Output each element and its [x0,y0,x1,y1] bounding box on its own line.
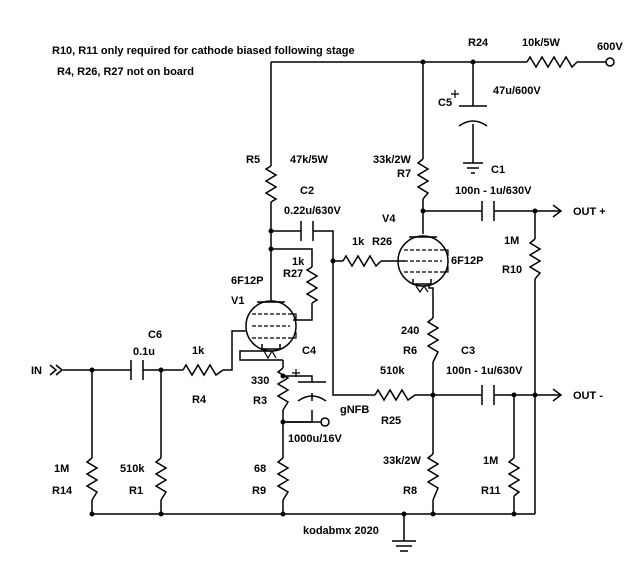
svg-text:0.22u/630V: 0.22u/630V [284,205,342,217]
resistor-r6: 240 R6 [401,317,440,363]
capacitor-c4: C4 1000u/16V [288,345,342,445]
svg-text:R25: R25 [381,415,401,427]
svg-text:C3: C3 [461,345,475,357]
resistor-r5: R5 47k/5W [246,154,329,203]
nfb-terminal: gNFB [320,404,369,427]
svg-text:C2: C2 [300,185,314,197]
svg-text:R1: R1 [129,485,143,497]
junction-dots [89,59,538,517]
svg-text:33k/2W: 33k/2W [383,455,422,467]
svg-text:100n - 1u/630V: 100n - 1u/630V [446,365,523,377]
svg-text:510k: 510k [120,463,145,475]
svg-text:1M: 1M [504,235,519,247]
svg-text:R6: R6 [403,345,417,357]
input-terminal: IN [31,364,64,377]
resistor-r25: 510k R25 [374,365,416,427]
svg-text:600V: 600V [597,41,623,53]
resistor-r14: 1M R14 [52,457,99,501]
supply-terminal: 600V [597,41,623,67]
svg-text:OUT +: OUT + [573,206,606,218]
svg-text:1k: 1k [192,345,205,357]
svg-text:C4: C4 [302,345,317,357]
wires [63,61,606,552]
svg-text:6F12P: 6F12P [451,255,483,267]
resistor-r11: 1M R11 [481,455,521,497]
svg-text:R4: R4 [192,394,207,406]
svg-text:R11: R11 [481,485,501,497]
resistor-r1: 510k R1 [120,457,168,501]
capacitor-c3: C3 100n - 1u/630V [446,345,523,405]
resistor-r9: 68 R9 [252,457,290,501]
svg-text:R14: R14 [52,485,73,497]
resistor-r8: 33k/2W R8 [383,453,440,501]
svg-text:R26: R26 [372,236,392,248]
capacitor-c2: C2 0.22u/630V [284,185,342,241]
svg-text:1k: 1k [352,236,365,248]
svg-text:1M: 1M [483,455,498,467]
svg-text:510k: 510k [380,365,405,377]
svg-text:68: 68 [254,463,266,475]
svg-text:47k/5W: 47k/5W [290,154,329,166]
svg-text:6F12P: 6F12P [231,275,263,287]
capacitor-c1: C1 100n - 1u/630V [455,164,532,221]
svg-text:1k: 1k [292,256,305,268]
svg-text:10k/5W: 10k/5W [522,37,561,49]
svg-text:330: 330 [251,375,269,387]
svg-text:C5: C5 [438,97,452,109]
svg-text:100n - 1u/630V: 100n - 1u/630V [455,185,532,197]
svg-text:R27: R27 [283,268,303,280]
note-line-1: R10, R11 only required for cathode biase… [52,45,355,57]
svg-text:OUT -: OUT - [573,390,603,402]
svg-text:R24: R24 [468,37,489,49]
svg-text:R5: R5 [246,154,260,166]
tube-v1: 6F12P V1 [231,275,297,360]
svg-text:V1: V1 [231,295,244,307]
resistor-r10: 1M R10 [502,235,542,280]
note-line-2: R4, R26, R27 not on board [57,66,194,78]
svg-text:C1: C1 [491,164,505,176]
svg-text:1000u/16V: 1000u/16V [288,433,342,445]
capacitor-c5: 47u/600V C5 [438,85,541,127]
svg-text:0.1u: 0.1u [133,346,155,358]
svg-text:R8: R8 [403,485,417,497]
svg-text:gNFB: gNFB [340,404,369,416]
svg-text:V4: V4 [382,213,396,225]
out-minus-terminal: OUT - [552,388,603,402]
resistor-r27: 1k R27 [283,256,319,304]
svg-text:R7: R7 [397,168,411,180]
svg-text:R3: R3 [253,395,267,407]
resistor-r4: 1k R4 [182,345,224,406]
credit-label: kodabmx 2020 [303,525,379,537]
svg-text:IN: IN [31,365,42,377]
svg-text:R9: R9 [252,485,266,497]
out-plus-terminal: OUT + [552,204,606,218]
capacitor-c6: C6 0.1u [130,329,162,380]
resistor-r24: R24 10k/5W [468,37,578,69]
resistor-r7: 33k/2W R7 [373,154,430,200]
tube-v4: V4 6F12P [382,213,483,294]
svg-text:R10: R10 [502,264,522,276]
svg-text:C6: C6 [148,329,162,341]
svg-text:1M: 1M [54,463,69,475]
svg-text:47u/600V: 47u/600V [493,85,541,97]
resistor-r3: 330 R3 [251,367,290,411]
svg-text:240: 240 [401,325,419,337]
svg-text:33k/2W: 33k/2W [373,154,412,166]
resistor-r26: 1k R26 [342,236,392,268]
